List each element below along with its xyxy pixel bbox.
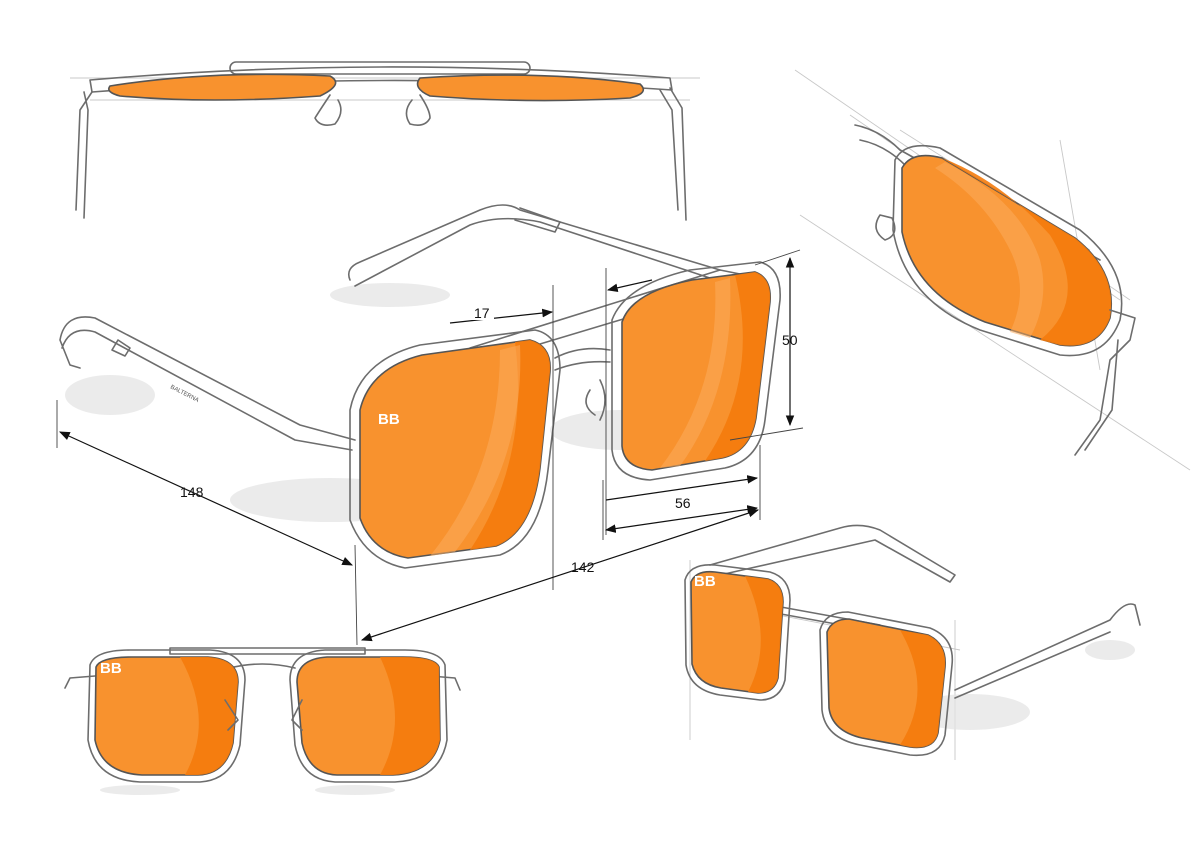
bridge-dimension-line (449, 308, 554, 324)
lens-height-label: 50 (782, 332, 798, 348)
dimension-annotations: 17 50 148 56 142 (56, 249, 804, 646)
frame-width-dimension-line (360, 508, 760, 642)
top-view-right-lens (416, 74, 645, 102)
temple-length-label: 148 (180, 484, 204, 500)
frame-width-label: 142 (571, 559, 595, 575)
brand-logo: BB (378, 411, 400, 428)
lens-width-label: 56 (675, 495, 691, 511)
temple-engraving: BALTERNA (169, 384, 200, 404)
front-brand-logo: BB (100, 660, 122, 677)
temple-length-dimension-line (59, 431, 353, 566)
front-view: BB (64, 647, 461, 795)
top-view-left-lens (107, 73, 337, 101)
main-perspective-view: BALTERNA BB (59, 204, 781, 569)
lens-width-dimension-line (605, 475, 759, 501)
br-brand-logo: BB (694, 573, 716, 590)
top-view (70, 61, 700, 221)
closeup-view (794, 69, 1191, 471)
bottom-right-perspective-view: BB (684, 524, 1141, 760)
bridge-width-label: 17 (474, 305, 490, 321)
